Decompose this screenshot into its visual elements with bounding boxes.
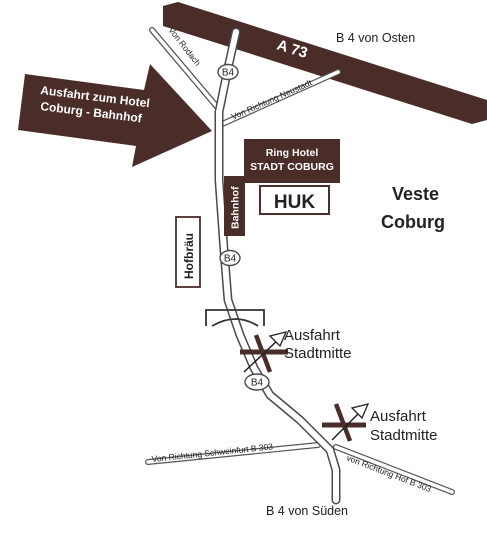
direction-neustadt-label: Von Richtung Neustadt bbox=[230, 77, 314, 122]
exit-cross-arrow-icon bbox=[322, 403, 370, 442]
main-road-b4 bbox=[214, 27, 341, 505]
direction-south-label: B 4 von Süden bbox=[266, 504, 348, 518]
road-badge-bottom: B4 bbox=[244, 373, 270, 391]
bridge-icon bbox=[205, 309, 265, 327]
road-badge-middle: B4 bbox=[219, 249, 241, 267]
exit1-label-line2: Stadtmitte bbox=[284, 345, 352, 362]
exit2-label-line2: Stadtmitte bbox=[370, 427, 438, 444]
road-badge-label: B4 bbox=[222, 68, 235, 79]
exit2-label-line1: Ausfahrt bbox=[370, 408, 427, 425]
road-badge-label: B4 bbox=[251, 378, 264, 389]
bahnhof-label: Bahnhof bbox=[230, 186, 242, 229]
huk-box: HUK bbox=[259, 185, 330, 215]
a73-highway: A 73 bbox=[163, 2, 487, 124]
road-badge-label: B4 bbox=[224, 254, 237, 265]
hofbraeu-box: Hofbräu bbox=[175, 216, 201, 288]
hofbraeu-label: Hofbräu bbox=[182, 233, 196, 279]
bahnhof-box: Bahnhof bbox=[224, 176, 245, 236]
direction-east-label: B 4 von Osten bbox=[336, 31, 415, 45]
direction-hof-label: von Richtung Hof B 303 bbox=[345, 453, 433, 495]
hotel-name-line1: Ring Hotel bbox=[266, 147, 319, 159]
veste-label-line2: Coburg bbox=[381, 212, 445, 232]
hotel-box: Ring Hotel STADT COBURG bbox=[244, 139, 340, 183]
veste-label-line1: Veste bbox=[392, 184, 439, 204]
exit-cross-arrow-icon bbox=[240, 331, 288, 373]
exit1-label-line1: Ausfahrt bbox=[284, 327, 341, 344]
huk-label: HUK bbox=[274, 192, 315, 213]
hotel-name-line2: STADT COBURG bbox=[250, 161, 334, 173]
large-arrow-icon: Ausfahrt zum Hotel Coburg - Bahnhof bbox=[18, 64, 212, 167]
direction-schweinfurt-label: Von Richtung Schweinfurt B 303 bbox=[151, 441, 274, 464]
road-badge-top: B4 bbox=[217, 63, 239, 81]
side-roads bbox=[145, 27, 455, 495]
